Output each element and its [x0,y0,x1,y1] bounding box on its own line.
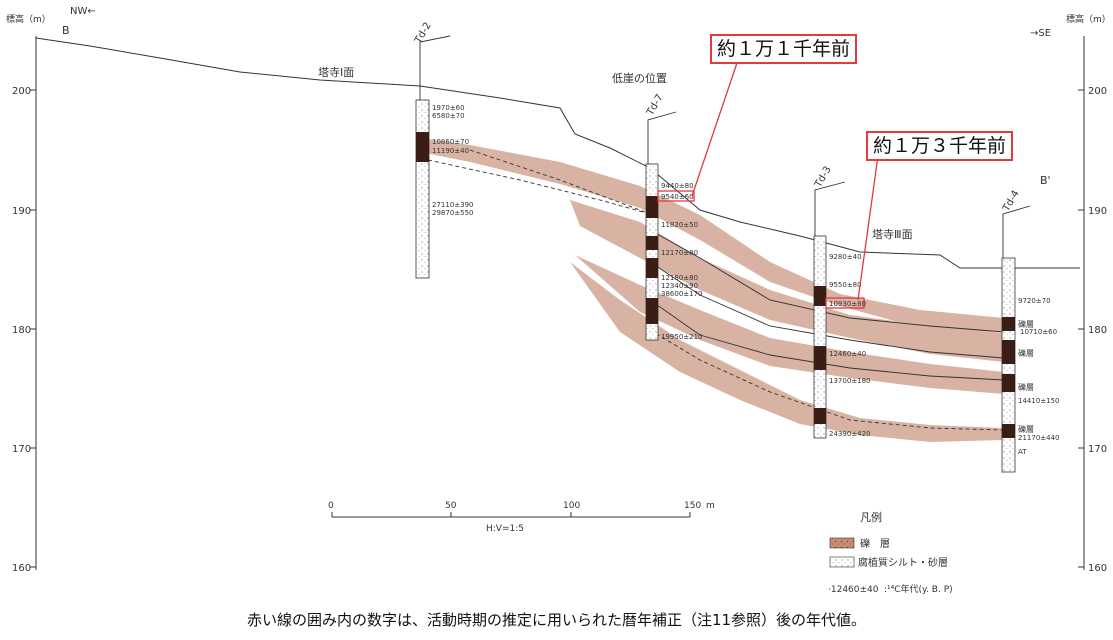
age-label: 12170±80 [661,249,698,257]
ground-surface-line [35,37,1080,269]
age-label: 14410±150 [1018,397,1060,405]
gravel-band-3 [575,255,1004,394]
scale-tick-100: 100 [563,501,580,511]
left-axis-label: 標高（m） [6,13,51,25]
gravel-band-4 [570,262,1004,442]
layer-label: 礫層 [1018,424,1034,434]
left-elevation-axis: 200 190 180 170 160 標高（m） [6,13,51,574]
age-highlight-td7 [657,190,695,202]
right-elevation-axis: 200 190 180 170 160 標高（m） [1066,13,1111,574]
scale-tick-150: 150 [684,501,701,511]
legend-silt-swatch [829,556,855,568]
point-b: B [62,24,70,37]
age-label: 24390±420 [829,430,871,438]
age-label: 9550±80 [829,281,862,289]
age-highlight-td3 [825,297,865,309]
age-label: 12460±40 [829,350,866,358]
left-tick-190: 190 [12,206,31,217]
borehole-leaders [419,35,1031,258]
left-tick-170: 170 [12,444,31,455]
gravel-layers [420,138,1004,442]
direction-se: →SE [1030,28,1051,39]
age-label: 9280±40 [829,253,862,261]
legend-silt-label: 腐植質シルト・砂層 [858,556,948,569]
gravel-band-2 [570,200,1004,362]
borehole-td2-column [415,99,430,279]
age-label: 38600±170 [661,290,703,298]
scale-bar: 0 50 100 150 m H:V=1:5 [328,501,715,534]
borehole-td3-name: Td-3 [813,165,834,191]
legend-c14: :¹⁴C年代(y. B. P) [884,583,953,595]
legend: 凡例 礫 層 腐植質シルト・砂層 ·12460±40 :¹⁴C年代(y. B. … [828,510,953,595]
age-label: 27110±390 [432,201,474,209]
borehole-td3-column [813,235,827,439]
age-label: 10710±60 [1020,328,1057,336]
scarp-label: 低崖の位置 [612,71,667,85]
legend-gravel-swatch [829,537,855,549]
borehole-td3-ages: 9280±40 9550±80 10930±80 12460±40 13700±… [825,253,871,438]
right-axis-label: 標高（m） [1066,13,1111,25]
age-label: 21170±440 [1018,434,1060,442]
legend-sample: ·12460±40 [828,585,879,595]
borehole-td7-ages: 9440±80 9540±60 11820±50 12170±80 12180±… [657,182,703,341]
age-label: 29870±550 [432,209,474,217]
right-tick-170: 170 [1088,444,1107,455]
terrace-3-label: 塔寺Ⅲ面 [872,228,913,241]
age-label: 11820±50 [661,221,698,229]
borehole-td2-name: Td-2 [413,21,434,47]
scale-unit: m [706,501,715,511]
callout-11000-years: 約１万１千年前 [710,34,858,64]
borehole-td4-ages: 9720±70 礫層 10710±60 礫層 礫層 14410±150 礫層 2… [1018,297,1060,456]
age-label: 12180±80 [661,274,698,282]
layer-label: 礫層 [1018,382,1034,392]
direction-nw: NW← [70,6,96,17]
point-b-prime: B' [1040,174,1051,187]
age-label: 13700±180 [829,377,871,385]
age-label: 11190±40 [432,147,469,155]
legend-gravel-label: 礫 層 [860,537,890,550]
borehole-td2-ages: 1970±60 6580±70 10860±70 11190±40 27110±… [432,104,474,217]
legend-title: 凡例 [860,510,882,524]
right-tick-190: 190 [1088,206,1107,217]
gravel-band-1 [420,138,1004,332]
age-label: 19950±210 [661,333,703,341]
left-tick-180: 180 [12,325,31,336]
callout-leader-upper [691,59,739,197]
age-label: 1970±60 [432,104,465,112]
borehole-td4-name: Td-4 [1001,189,1022,215]
scale-ratio: H:V=1:5 [486,524,524,534]
borehole-td7-name: Td-7 [645,93,666,119]
age-label: 9720±70 [1018,297,1051,305]
callout-leader-right [857,155,879,301]
age-label: 6580±70 [432,112,465,120]
borehole-td7-column [645,163,659,341]
borehole-td4-column [1001,257,1016,473]
age-label: 10930±80 [829,300,866,308]
right-tick-200: 200 [1088,86,1107,97]
age-label: 10860±70 [432,138,469,146]
right-tick-160: 160 [1088,563,1107,574]
layer-boundaries [427,149,1005,431]
layer-label: 礫層 [1018,319,1034,329]
left-tick-160: 160 [12,563,31,574]
layer-label: 礫層 [1018,348,1034,358]
terrace-1-label: 塔寺Ⅰ面 [318,66,354,79]
age-label: 12340±90 [661,282,698,290]
age-label: AT [1018,448,1027,456]
age-label: 9540±60 [661,193,694,201]
age-label: 9440±80 [661,182,694,190]
right-tick-180: 180 [1088,325,1107,336]
figure-caption: 赤い線の囲み内の数字は、活動時期の推定に用いられた暦年補正（注11参照）後の年代… [246,611,867,629]
left-tick-200: 200 [12,86,31,97]
scale-tick-0: 0 [328,501,334,511]
callout-13000-years: 約１万３千年前 [866,131,1014,161]
scale-tick-50: 50 [445,501,457,511]
